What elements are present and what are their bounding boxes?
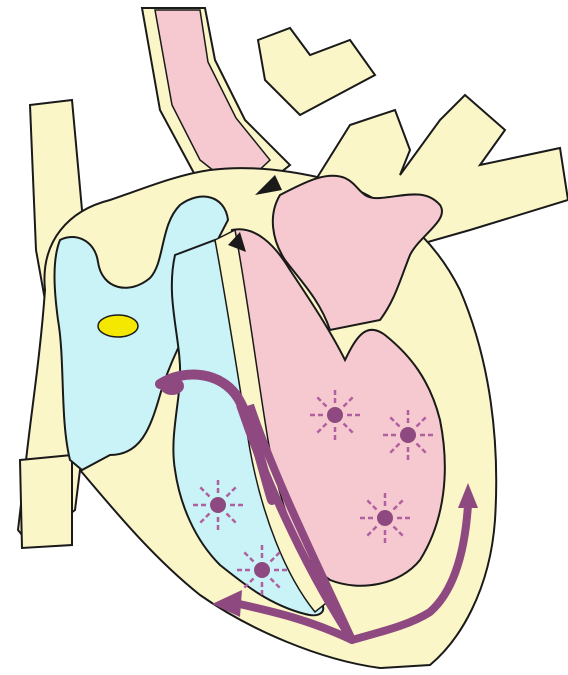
inferior-vena-cava (20, 455, 72, 548)
aorta-lumen (155, 10, 270, 190)
sinoatrial-node (98, 315, 138, 337)
pulmonary-artery-top (258, 28, 375, 115)
